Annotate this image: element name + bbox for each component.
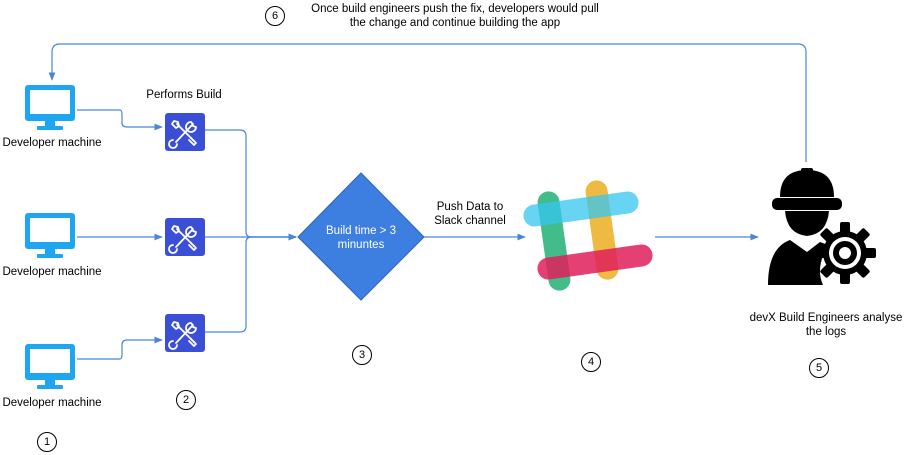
push-data-label: Push Data to Slack channel	[420, 200, 520, 228]
step-badge-2: 2	[176, 390, 196, 410]
engineers-label-line1: devX Build Engineers analyse	[749, 312, 903, 324]
monitor-icon	[25, 344, 75, 389]
feedback-note-line1: Once build engineers push the fix, devel…	[311, 3, 599, 15]
push-data-label-line2: Slack channel	[434, 215, 506, 227]
decision-text-line1: Build time > 3	[326, 225, 396, 237]
monitor-icon	[25, 213, 75, 258]
step-badge-3: 3	[352, 345, 372, 365]
tools-icon	[164, 217, 206, 257]
decision-diamond	[297, 172, 425, 301]
engineers-label: devX Build Engineers analyse the logs	[726, 311, 906, 339]
edge-feedback	[48, 43, 807, 162]
feedback-note: Once build engineers push the fix, devel…	[290, 2, 620, 30]
engineers-label-line2: the logs	[805, 326, 847, 338]
step-badge-5: 5	[809, 358, 829, 378]
monitor-icon	[25, 85, 75, 130]
slack-logo	[523, 180, 653, 291]
connectors	[48, 43, 807, 360]
developer-machine-label-1: Developer machine	[2, 137, 102, 149]
tools-icon	[164, 313, 206, 353]
step-badge-4: 4	[581, 352, 601, 372]
edge-build1-decision	[205, 129, 297, 241]
edge-dev3-build3	[77, 336, 163, 360]
step-badge-1: 1	[37, 432, 57, 452]
decision-text-line2: minuntes	[337, 239, 385, 251]
developer-machine-label-3: Developer machine	[2, 397, 102, 409]
performs-build-label: Performs Build	[146, 89, 222, 101]
developer-machine-label-2: Developer machine	[2, 266, 102, 278]
edge-dev1-build1	[77, 109, 163, 131]
decision-text: Build time > 3 minuntes	[311, 224, 411, 252]
engineer-gear-icon	[768, 168, 876, 285]
push-data-label-line1: Push Data to	[436, 201, 504, 213]
tools-icon	[164, 112, 206, 152]
step-badge-6: 6	[265, 6, 285, 26]
edge-build3-decision	[205, 233, 297, 333]
feedback-note-line2: the change and continue building the app	[349, 17, 561, 29]
